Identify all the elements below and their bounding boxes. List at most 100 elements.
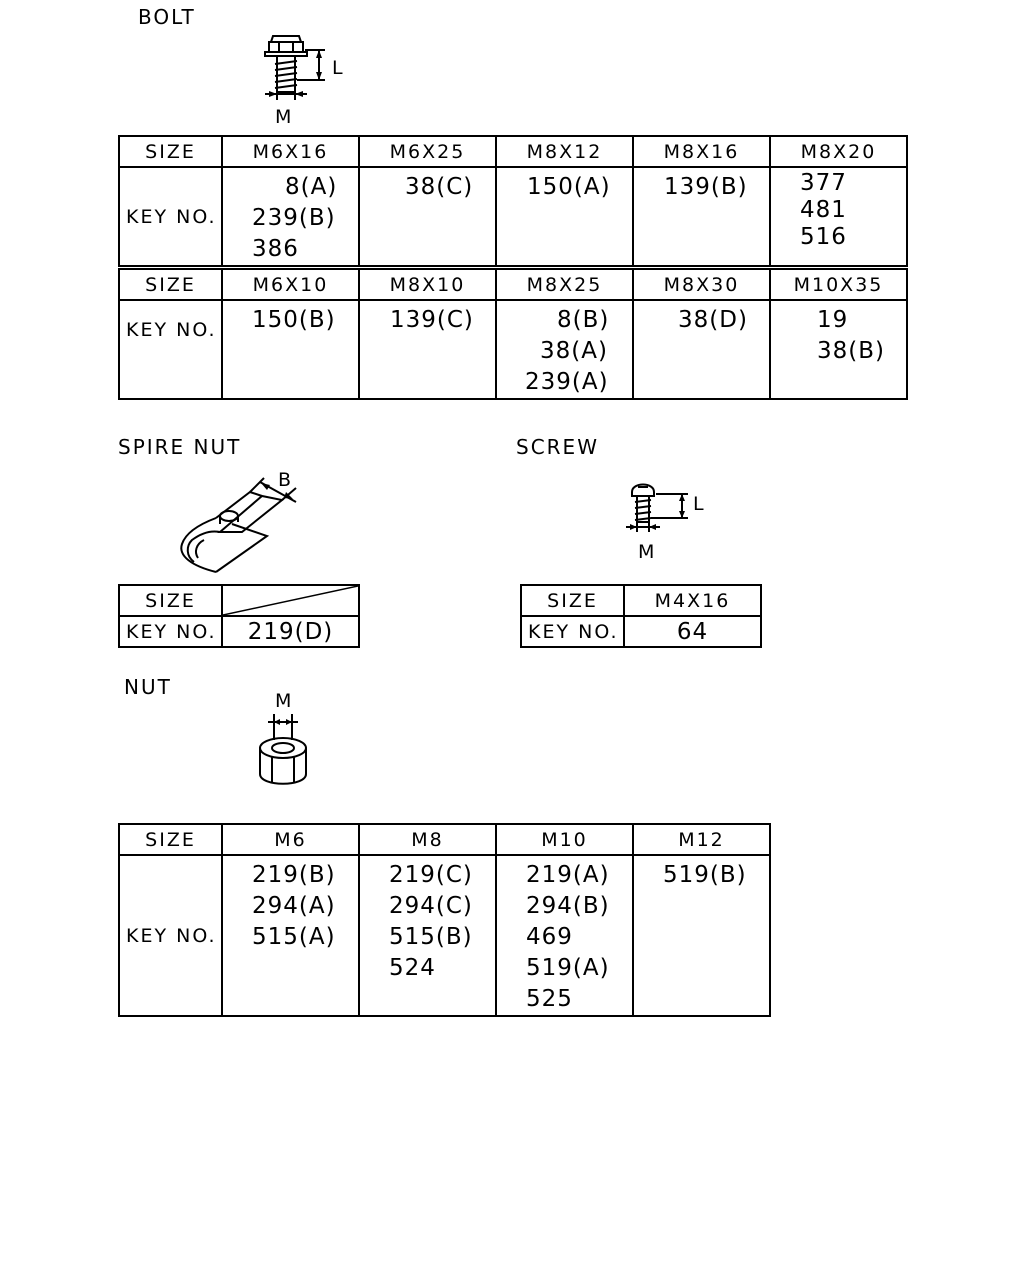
key-label: KEY NO.: [118, 166, 223, 267]
bolt-dim-m: M: [275, 106, 291, 128]
screw-title: SCREW: [516, 435, 599, 459]
key-number: 219(C): [389, 862, 473, 888]
key-label: KEY NO.: [118, 854, 223, 1017]
key-number: 139(B): [664, 174, 748, 200]
key-number: 516: [800, 224, 847, 250]
key-number: 294(B): [526, 893, 610, 919]
bolt-dim-l: L: [332, 57, 343, 79]
key-number: 515(B): [389, 924, 473, 950]
key-number: 519(B): [663, 862, 747, 888]
key-cell: 139(C): [358, 299, 497, 400]
bolt-table-1: SIZE M6X16 M6X25 M8X12 M8X16 M8X20 KEY N…: [118, 135, 908, 267]
key-number: 386: [252, 236, 299, 262]
spire-nut-drawing: B: [180, 469, 297, 573]
spire-nut-title: SPIRE NUT: [118, 435, 242, 459]
key-number: 294(A): [252, 893, 336, 919]
nut-drawing: M: [259, 690, 307, 785]
size-row: SIZE: [118, 584, 360, 617]
key-row: KEY NO. 219(B) 294(A) 515(A) 219(C) 294(…: [118, 854, 771, 1017]
key-number: 519(A): [526, 955, 610, 981]
size-cell: M8X30: [632, 268, 771, 301]
size-row: SIZE M6 M8 M10 M12: [118, 823, 771, 856]
key-cell: 219(B) 294(A) 515(A): [221, 854, 360, 1017]
key-cell: 219(C) 294(C) 515(B) 524: [358, 854, 497, 1017]
key-number: 294(C): [389, 893, 473, 919]
size-cell-blank: [221, 584, 360, 617]
key-number: 469: [526, 924, 573, 950]
bolt-drawing: L M: [264, 35, 343, 128]
size-cell: M8: [358, 823, 497, 856]
key-number: 377: [800, 170, 847, 196]
key-number: 239(B): [252, 205, 336, 231]
key-cell: 8(B) 38(A) 239(A): [495, 299, 634, 400]
key-cell: 38(C): [358, 166, 497, 267]
key-cell: 519(B): [632, 854, 771, 1017]
size-cell: M10X35: [769, 268, 908, 301]
key-number: 139(C): [390, 307, 474, 333]
key-number: 38(D): [678, 307, 748, 333]
key-row: KEY NO. 64: [520, 615, 762, 648]
screw-table: SIZE M4X16 KEY NO. 64: [520, 584, 762, 648]
key-number: 515(A): [252, 924, 336, 950]
screw-dim-l: L: [693, 493, 704, 515]
size-cell: M6: [221, 823, 360, 856]
key-number: 150(B): [252, 307, 336, 333]
size-label: SIZE: [118, 823, 223, 856]
size-cell: M8X10: [358, 268, 497, 301]
key-label: KEY NO.: [520, 615, 625, 648]
size-cell: M12: [632, 823, 771, 856]
key-cell: 219(A) 294(B) 469 519(A) 525: [495, 854, 634, 1017]
size-row: SIZE M6X16 M6X25 M8X12 M8X16 M8X20: [118, 135, 908, 168]
key-number: 38(B): [817, 338, 885, 364]
key-cell: 377 481 516: [769, 166, 908, 267]
key-number: 8(A): [285, 174, 338, 200]
key-cell: 150(A): [495, 166, 634, 267]
size-row: SIZE M6X10 M8X10 M8X25 M8X30 M10X35: [118, 268, 908, 301]
key-cell: 150(B): [221, 299, 360, 400]
nut-dim-m: M: [275, 690, 291, 712]
key-cell: 64: [623, 615, 762, 648]
screw-drawing: L M: [626, 483, 704, 563]
spire-nut-table: SIZE KEY NO. 219(D): [118, 584, 360, 648]
key-cell: 8(A) 239(B) 386: [221, 166, 360, 267]
screw-dim-m: M: [638, 541, 654, 563]
size-label: SIZE: [118, 135, 223, 168]
size-row: SIZE M4X16: [520, 584, 762, 617]
key-cell: 19 38(B): [769, 299, 908, 400]
bolt-title: BOLT: [138, 5, 196, 29]
key-label: KEY NO.: [118, 615, 223, 648]
size-cell: M6X25: [358, 135, 497, 168]
size-cell: M10: [495, 823, 634, 856]
key-number: 524: [389, 955, 436, 981]
key-label: KEY NO.: [118, 299, 223, 400]
key-number: 19: [817, 307, 849, 333]
key-number: 8(B): [557, 307, 610, 333]
key-row: KEY NO. 219(D): [118, 615, 360, 648]
key-row: KEY NO. 8(A) 239(B) 386 38(C) 150(A) 139…: [118, 166, 908, 267]
bolt-table-2: SIZE M6X10 M8X10 M8X25 M8X30 M10X35 KEY …: [118, 268, 908, 400]
key-cell: 219(D): [221, 615, 360, 648]
key-number: 525: [526, 986, 573, 1012]
size-label: SIZE: [118, 584, 223, 617]
key-number: 219(B): [252, 862, 336, 888]
key-cell: 139(B): [632, 166, 771, 267]
size-cell: M4X16: [623, 584, 762, 617]
spire-nut-dim-b: B: [278, 469, 291, 491]
nut-title: NUT: [124, 675, 172, 699]
nut-table: SIZE M6 M8 M10 M12 KEY NO. 219(B) 294(A)…: [118, 823, 771, 1017]
size-cell: M8X16: [632, 135, 771, 168]
key-number: 38(C): [405, 174, 474, 200]
size-cell: M8X25: [495, 268, 634, 301]
key-number: 481: [800, 197, 847, 223]
size-cell: M8X20: [769, 135, 908, 168]
key-row: KEY NO. 150(B) 139(C) 8(B) 38(A) 239(A) …: [118, 299, 908, 400]
size-cell: M6X10: [221, 268, 360, 301]
size-label: SIZE: [118, 268, 223, 301]
key-number: 219(A): [526, 862, 610, 888]
key-number: 239(A): [525, 369, 609, 395]
key-number: 150(A): [527, 174, 611, 200]
size-cell: M6X16: [221, 135, 360, 168]
key-number: 38(A): [540, 338, 608, 364]
key-cell: 38(D): [632, 299, 771, 400]
size-cell: M8X12: [495, 135, 634, 168]
